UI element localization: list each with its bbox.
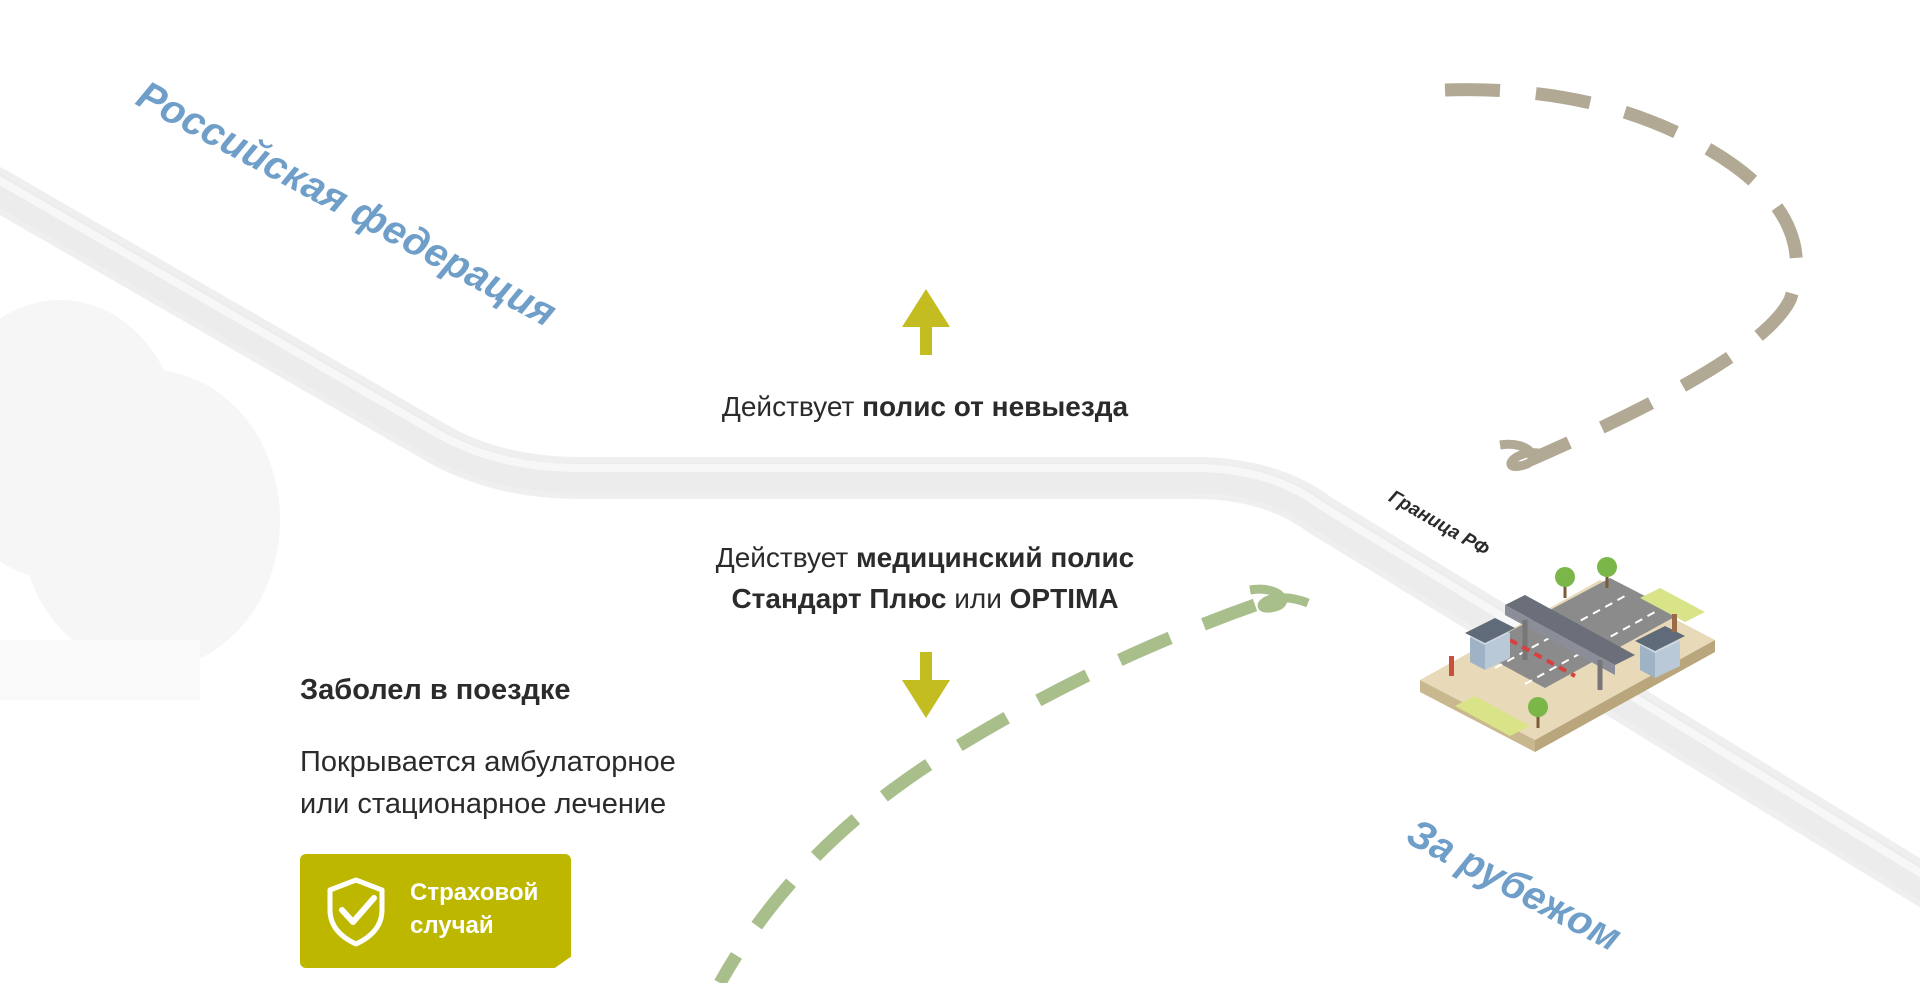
caption-top-bold: полис от невыезда: [862, 391, 1129, 422]
caption-bottom-bold-1: медицинский полис: [855, 542, 1135, 573]
insured-event-line-1: Страховой: [410, 879, 539, 906]
caption-bottom-mid: или: [954, 583, 1002, 614]
case-line-1: Покрывается амбулаторное: [300, 746, 676, 778]
case-description: Покрывается амбулаторное или стационарно…: [300, 741, 820, 825]
caption-medical-policy: Действует медицинский полис Стандарт Плю…: [650, 537, 1200, 619]
trees: [1528, 557, 1617, 728]
case-line-2: или стационарное лечение: [300, 788, 667, 820]
insured-event-button[interactable]: Страховой случай: [300, 854, 571, 968]
caption-inland-policy: Действует полис от невыезда: [650, 386, 1200, 427]
arrow-up-icon: [902, 289, 950, 355]
caption-top-prefix: Действует: [721, 391, 855, 422]
caption-bottom-bold-3: OPTIMA: [1009, 583, 1119, 614]
arrow-down-icon: [902, 652, 950, 718]
caption-bottom-bold-2: Стандарт Плюс: [731, 583, 947, 614]
insured-event-label: Страховой случай: [410, 876, 538, 942]
background-shapes: [0, 300, 280, 700]
booth-right: [1635, 626, 1685, 678]
booth-left: [1465, 618, 1515, 670]
caption-bottom-prefix: Действует: [715, 542, 849, 573]
shield-check-icon: [327, 877, 385, 947]
case-title: Заболел в поездке: [300, 674, 571, 706]
border-checkpoint-illustration: [1420, 557, 1715, 752]
insured-event-line-2: случай: [410, 912, 494, 939]
route-dashed-grey: [1444, 83, 1803, 471]
road: [0, 166, 1920, 908]
route-dashed-green: [714, 584, 1310, 983]
